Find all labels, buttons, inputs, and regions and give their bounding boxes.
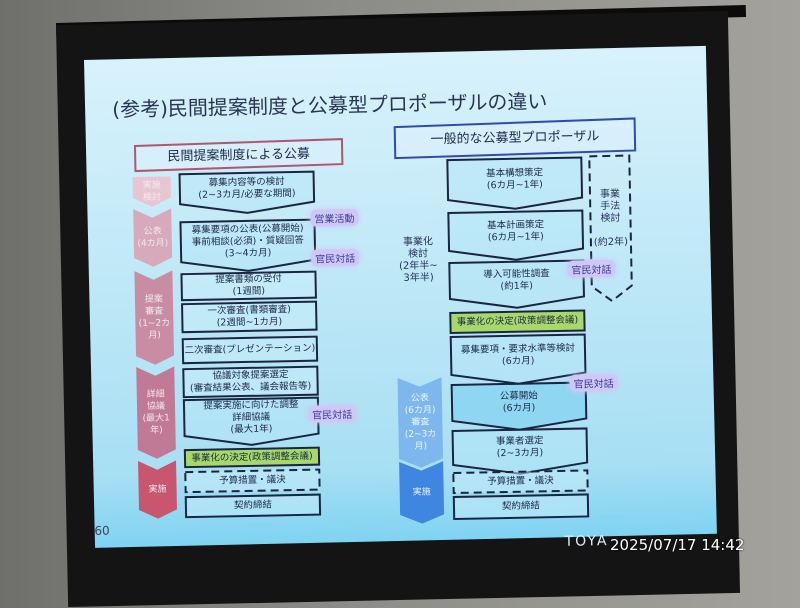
tag-public-private-dialogue: 官民対話 — [567, 259, 616, 278]
left-phase-0-label: 実施 検討 — [142, 180, 162, 203]
right-phase-0 — [397, 377, 444, 468]
right-step-8 — [452, 493, 590, 521]
left-step-8-label: 予算措置・議決 — [219, 474, 286, 487]
left-step-1-label: 募集要項の公表(公募開始) 事前相談(必須)・質疑回答 (3~4カ月) — [191, 222, 304, 260]
right-step-6 — [451, 427, 589, 475]
right-step-4-label: 募集要項・要求水準等検討 (6カ月) — [460, 342, 576, 368]
right-step-7-label: 予算措置・議決 — [487, 475, 554, 488]
right-phase-1 — [399, 461, 445, 524]
left-phase-4 — [138, 460, 177, 519]
tag-sales-activity: 営業活動 — [310, 208, 359, 227]
left-phase-3 — [136, 366, 176, 459]
right-step-0-label: 基本構想策定 (6カ月~1年) — [485, 167, 544, 192]
left-step-6 — [182, 396, 320, 446]
right-header-box — [393, 117, 637, 160]
left-phase-2 — [134, 270, 175, 365]
right-step-2 — [448, 259, 585, 309]
watermark: TOYA — [564, 533, 609, 550]
left-phase-1 — [133, 208, 173, 267]
left-step-7 — [183, 446, 321, 469]
left-step-1 — [179, 218, 317, 272]
left-step-4 — [181, 335, 319, 365]
right-side-label: 事業化 検討 (2年半~ 3年半) — [398, 236, 438, 284]
right-step-3-label: 事業化の決定(政策調整会議) — [456, 314, 579, 328]
right-phase-1-label: 実施 — [412, 487, 431, 498]
photo-timestamp: 2025/07/17 14:42 — [610, 536, 745, 554]
right-header: 一般的な公募型プロポーザル — [430, 128, 600, 147]
tag-public-private-dialogue: 官民対話 — [569, 373, 618, 392]
left-header: 民間提案制度による公募 — [167, 146, 311, 164]
left-step-9-label: 契約締結 — [233, 499, 273, 512]
right-step-2-label: 導入可能性調査 (約1年) — [483, 268, 550, 293]
left-step-5 — [182, 365, 319, 399]
left-step-0-label: 募集内容等の検討 (2~3カ月/必要な期間) — [198, 176, 296, 201]
left-phase-1-label: 公表 (4カ月) — [137, 226, 169, 250]
right-step-0 — [446, 156, 584, 210]
left-phase-2-label: 提案 審査 (1~2カ月) — [138, 294, 171, 341]
left-step-9 — [184, 493, 322, 519]
tag-public-private-dialogue: 官民対話 — [311, 248, 360, 267]
left-phase-4-label: 実施 — [148, 484, 167, 495]
tag-public-private-dialogue: 官民対話 — [308, 404, 357, 423]
right-step-5-label: 公募開始 (6カ月) — [499, 390, 538, 415]
left-step-3-label: 一次審査(書類審査) (2週間~1カ月) — [207, 304, 291, 329]
right-step-1-label: 基本計画策定 (6カ月~1年) — [486, 219, 545, 244]
left-phase-0 — [132, 176, 171, 207]
left-header-box — [133, 138, 344, 173]
left-step-2 — [180, 270, 317, 302]
left-step-6-label: 提案実施に向けた調整 詳細協議 (最大1年) — [203, 398, 299, 436]
right-step-5 — [450, 381, 588, 431]
right-step-1 — [447, 209, 585, 261]
right-step-8-label: 契約締結 — [501, 500, 541, 513]
right-step-7 — [452, 469, 589, 495]
left-step-8 — [184, 468, 321, 494]
left-step-4-label: 二次審査(プレゼンテーション) — [184, 342, 316, 357]
left-step-3 — [181, 300, 318, 334]
right-phase-0-label: 公表 (6カ月) 審査 (2~3カ月) — [404, 393, 437, 452]
right-step-6-label: 事業者選定 (2~3カ月) — [495, 435, 544, 460]
left-step-5-label: 協議対象提案選定 (審査結果公表、議会報告等) — [189, 369, 312, 395]
left-step-0 — [178, 170, 316, 214]
left-step-7-label: 事業化の決定(政策調整会議) — [191, 450, 313, 464]
right-step-3 — [449, 309, 586, 335]
page-number: 60 — [94, 523, 110, 538]
method-study-label: 事業 手法 検討 (約2年) — [593, 188, 629, 249]
right-step-4 — [449, 333, 587, 385]
left-phase-3-label: 詳細 協議 (最大1年) — [142, 389, 170, 436]
left-step-2-label: 提案書類の受付 (1週間) — [215, 273, 282, 298]
